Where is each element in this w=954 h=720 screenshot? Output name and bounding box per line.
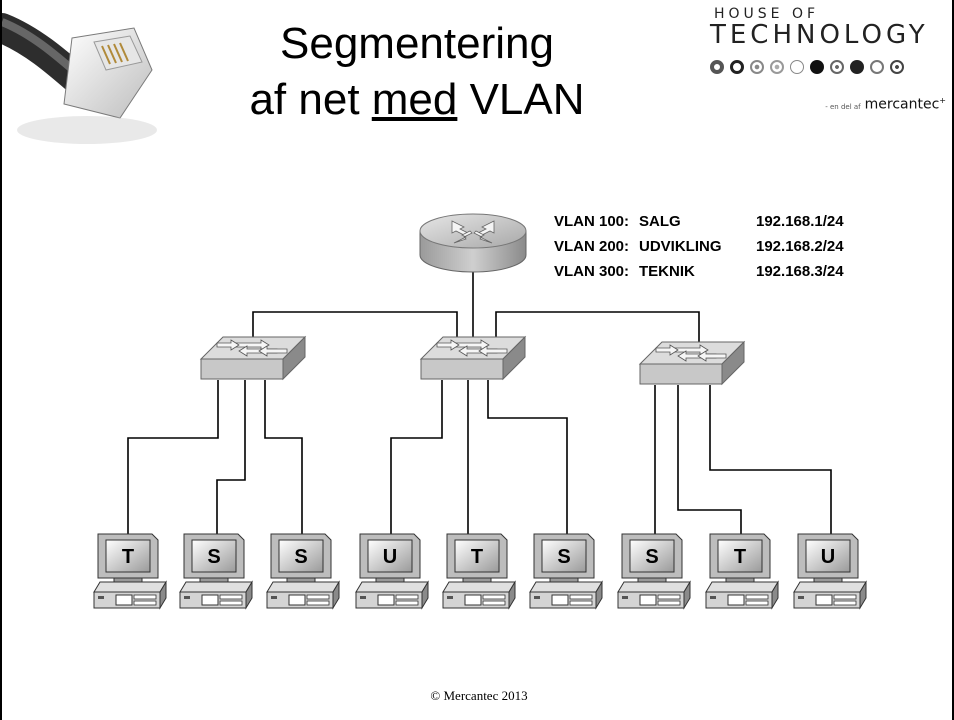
vlan-row: VLAN 300: TEKNIK 192.168.3/24 <box>554 259 874 284</box>
access-link <box>216 380 246 534</box>
title-line-1: Segmentering <box>280 19 554 68</box>
logo-dot <box>850 60 864 74</box>
logo-dot <box>750 60 764 74</box>
switch-icon <box>199 335 307 381</box>
logo-mark: + <box>939 96 946 105</box>
vlan-row: VLAN 200: UDVIKLING 192.168.2/24 <box>554 234 874 259</box>
logo-brand: mercantec <box>864 96 940 113</box>
computer-label: S <box>207 546 220 568</box>
logo-dot <box>890 60 904 74</box>
vlan-subnet: 192.168.1/24 <box>756 213 844 230</box>
access-link <box>487 380 568 534</box>
computer-icon: U <box>793 533 867 610</box>
computer-label: T <box>734 546 746 568</box>
ethernet-cable-icon <box>2 13 157 144</box>
vlan-table: VLAN 100: SALG 192.168.1/24 VLAN 200: UD… <box>554 209 874 284</box>
computer-icon: U <box>355 533 429 610</box>
computer-label: S <box>645 546 658 568</box>
title-underlined-word: med <box>371 75 458 124</box>
logo-line-1: HOUSE OF <box>714 6 820 22</box>
switch-icon <box>419 335 527 381</box>
logo-dot <box>830 60 844 74</box>
computer-label: U <box>383 546 397 568</box>
trunk-link <box>252 311 458 338</box>
computer-icon: S <box>617 533 691 610</box>
title-line-2: af net med VLAN <box>212 72 622 128</box>
logo-line-2: TECHNOLOGY <box>710 20 929 50</box>
router-icon <box>419 213 527 273</box>
computer-icon: T <box>442 533 516 610</box>
vlan-subnet: 192.168.3/24 <box>756 263 844 280</box>
switch-icon <box>638 340 746 386</box>
logo-dot <box>810 60 824 74</box>
computer-label: S <box>294 546 307 568</box>
vlan-name: UDVIKLING <box>639 238 722 255</box>
logo-dots <box>710 60 904 74</box>
logo-tagline-small: - en del af <box>825 102 861 111</box>
access-link <box>264 380 303 534</box>
computer-icon: T <box>705 533 779 610</box>
computer-icon: T <box>93 533 167 610</box>
computer-label: S <box>557 546 570 568</box>
vlan-id: VLAN 300: <box>554 263 630 280</box>
title-text: af net <box>249 75 372 124</box>
access-link <box>709 385 832 534</box>
logo-dot <box>870 60 884 74</box>
computer-label: T <box>471 546 483 568</box>
slide-title: Segmentering af net med VLAN <box>212 16 622 128</box>
title-text: VLAN <box>457 75 585 124</box>
network-links <box>127 268 832 534</box>
logo-dot <box>730 60 744 74</box>
computer-label: T <box>122 546 134 568</box>
computer-icon: S <box>266 533 340 610</box>
logo-dot <box>770 60 784 74</box>
trunk-link <box>495 311 700 345</box>
computer-icon: S <box>179 533 253 610</box>
access-link <box>390 380 443 534</box>
computer-icon: S <box>529 533 603 610</box>
logo-dot <box>790 60 804 74</box>
vlan-id: VLAN 100: <box>554 213 630 230</box>
vlan-row: VLAN 100: SALG 192.168.1/24 <box>554 209 874 234</box>
vlan-id: VLAN 200: <box>554 238 630 255</box>
vlan-name: TEKNIK <box>639 263 695 280</box>
footer-copyright: © Mercantec 2013 <box>430 688 528 703</box>
computer-label: U <box>821 546 835 568</box>
vlan-subnet: 192.168.2/24 <box>756 238 844 255</box>
access-link <box>677 385 742 534</box>
vlan-name: SALG <box>639 213 681 230</box>
logo-dot <box>710 60 724 74</box>
access-link <box>127 380 219 534</box>
